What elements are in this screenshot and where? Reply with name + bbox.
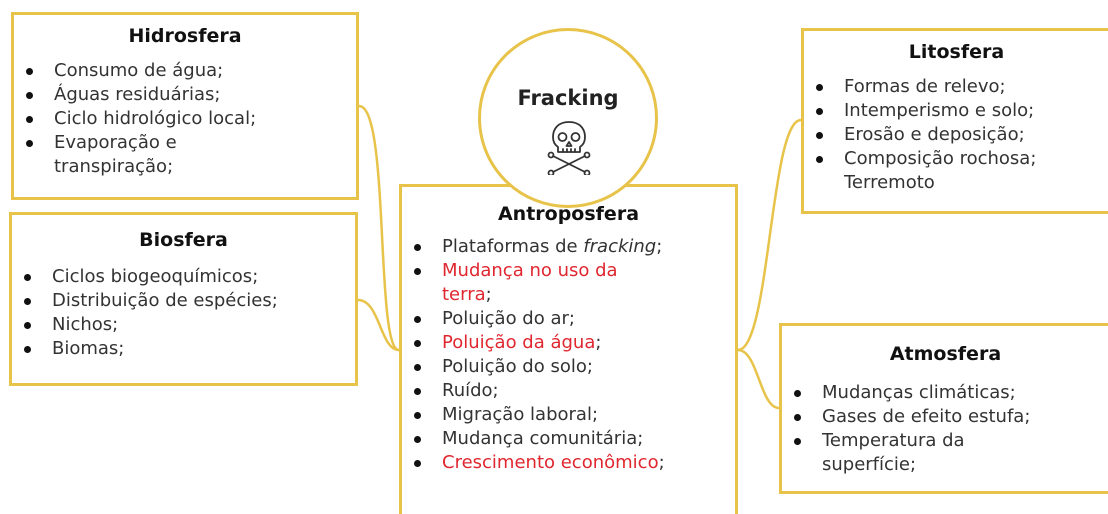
litosfera-list: Formas de relevo; Intemperismo e solo; E…	[804, 75, 1108, 195]
list-item: Distribuição de espécies;	[12, 289, 355, 313]
list-item: Biomas;	[12, 337, 355, 361]
atmosfera-list: Mudanças climáticas; Gases de efeito est…	[782, 381, 1108, 477]
list-item: Formas de relevo;	[804, 75, 1108, 99]
biosfera-title: Biosfera	[139, 229, 228, 251]
list-item-highlighted: Poluição da água;	[402, 331, 735, 355]
list-item: Mudança comunitária;	[402, 427, 735, 451]
antroposfera-list: Plataformas de fracking; Mudança no uso …	[402, 235, 735, 475]
litosfera-title: Litosfera	[908, 41, 1005, 63]
antroposfera-title: Antroposfera	[497, 203, 640, 225]
list-item-highlighted: Mudança no uso da terra;	[402, 259, 672, 307]
biosfera-list: Ciclos biogeoquímicos; Distribuição de e…	[12, 265, 355, 361]
list-item: Plataformas de fracking;	[402, 235, 735, 259]
hidrosfera-box: Hidrosfera Consumo de água; Águas residu…	[11, 12, 359, 200]
list-item: Evaporação e transpiração;	[14, 131, 244, 179]
list-item: Intemperismo e solo;	[804, 99, 1108, 123]
list-item: Ciclo hidrológico local;	[14, 107, 356, 131]
list-item: Poluição do ar;	[402, 307, 735, 331]
litosfera-box: Litosfera Formas de relevo; Intemperismo…	[801, 28, 1108, 214]
list-item: Ruído;	[402, 379, 735, 403]
list-item: Consumo de água;	[14, 59, 356, 83]
atmosfera-title: Atmosfera	[889, 343, 1002, 365]
list-item: Composição rochosa; Terremoto	[804, 147, 1104, 195]
list-item: Poluição do solo;	[402, 355, 735, 379]
fracking-title: Fracking	[517, 86, 619, 110]
list-item: Gases de efeito estufa;	[782, 405, 1108, 429]
list-item: Erosão e deposição;	[804, 123, 1108, 147]
hidrosfera-list: Consumo de água; Águas residuárias; Cicl…	[14, 59, 356, 179]
fracking-circle: Fracking	[478, 28, 658, 208]
connector-atmosfera	[737, 348, 780, 410]
hidrosfera-title: Hidrosfera	[128, 25, 242, 47]
list-item: Mudanças climáticas;	[782, 381, 1108, 405]
antroposfera-box: Antroposfera Plataformas de fracking; Mu…	[399, 184, 738, 514]
list-item: Ciclos biogeoquímicos;	[12, 265, 355, 289]
list-item: Migração laboral;	[402, 403, 735, 427]
list-item: Nichos;	[12, 313, 355, 337]
connector-biosfera	[357, 298, 400, 352]
list-item: Águas residuárias;	[14, 83, 356, 107]
connector-litosfera	[737, 118, 802, 352]
list-item-highlighted: Crescimento econômico;	[402, 451, 735, 475]
biosfera-box: Biosfera Ciclos biogeoquímicos; Distribu…	[9, 212, 358, 386]
skull-and-crossbones-icon	[547, 121, 591, 175]
connector-hidrosfera	[358, 104, 400, 352]
list-item: Temperatura da superfície;	[782, 429, 1032, 477]
atmosfera-box: Atmosfera Mudanças climáticas; Gases de …	[779, 323, 1108, 494]
